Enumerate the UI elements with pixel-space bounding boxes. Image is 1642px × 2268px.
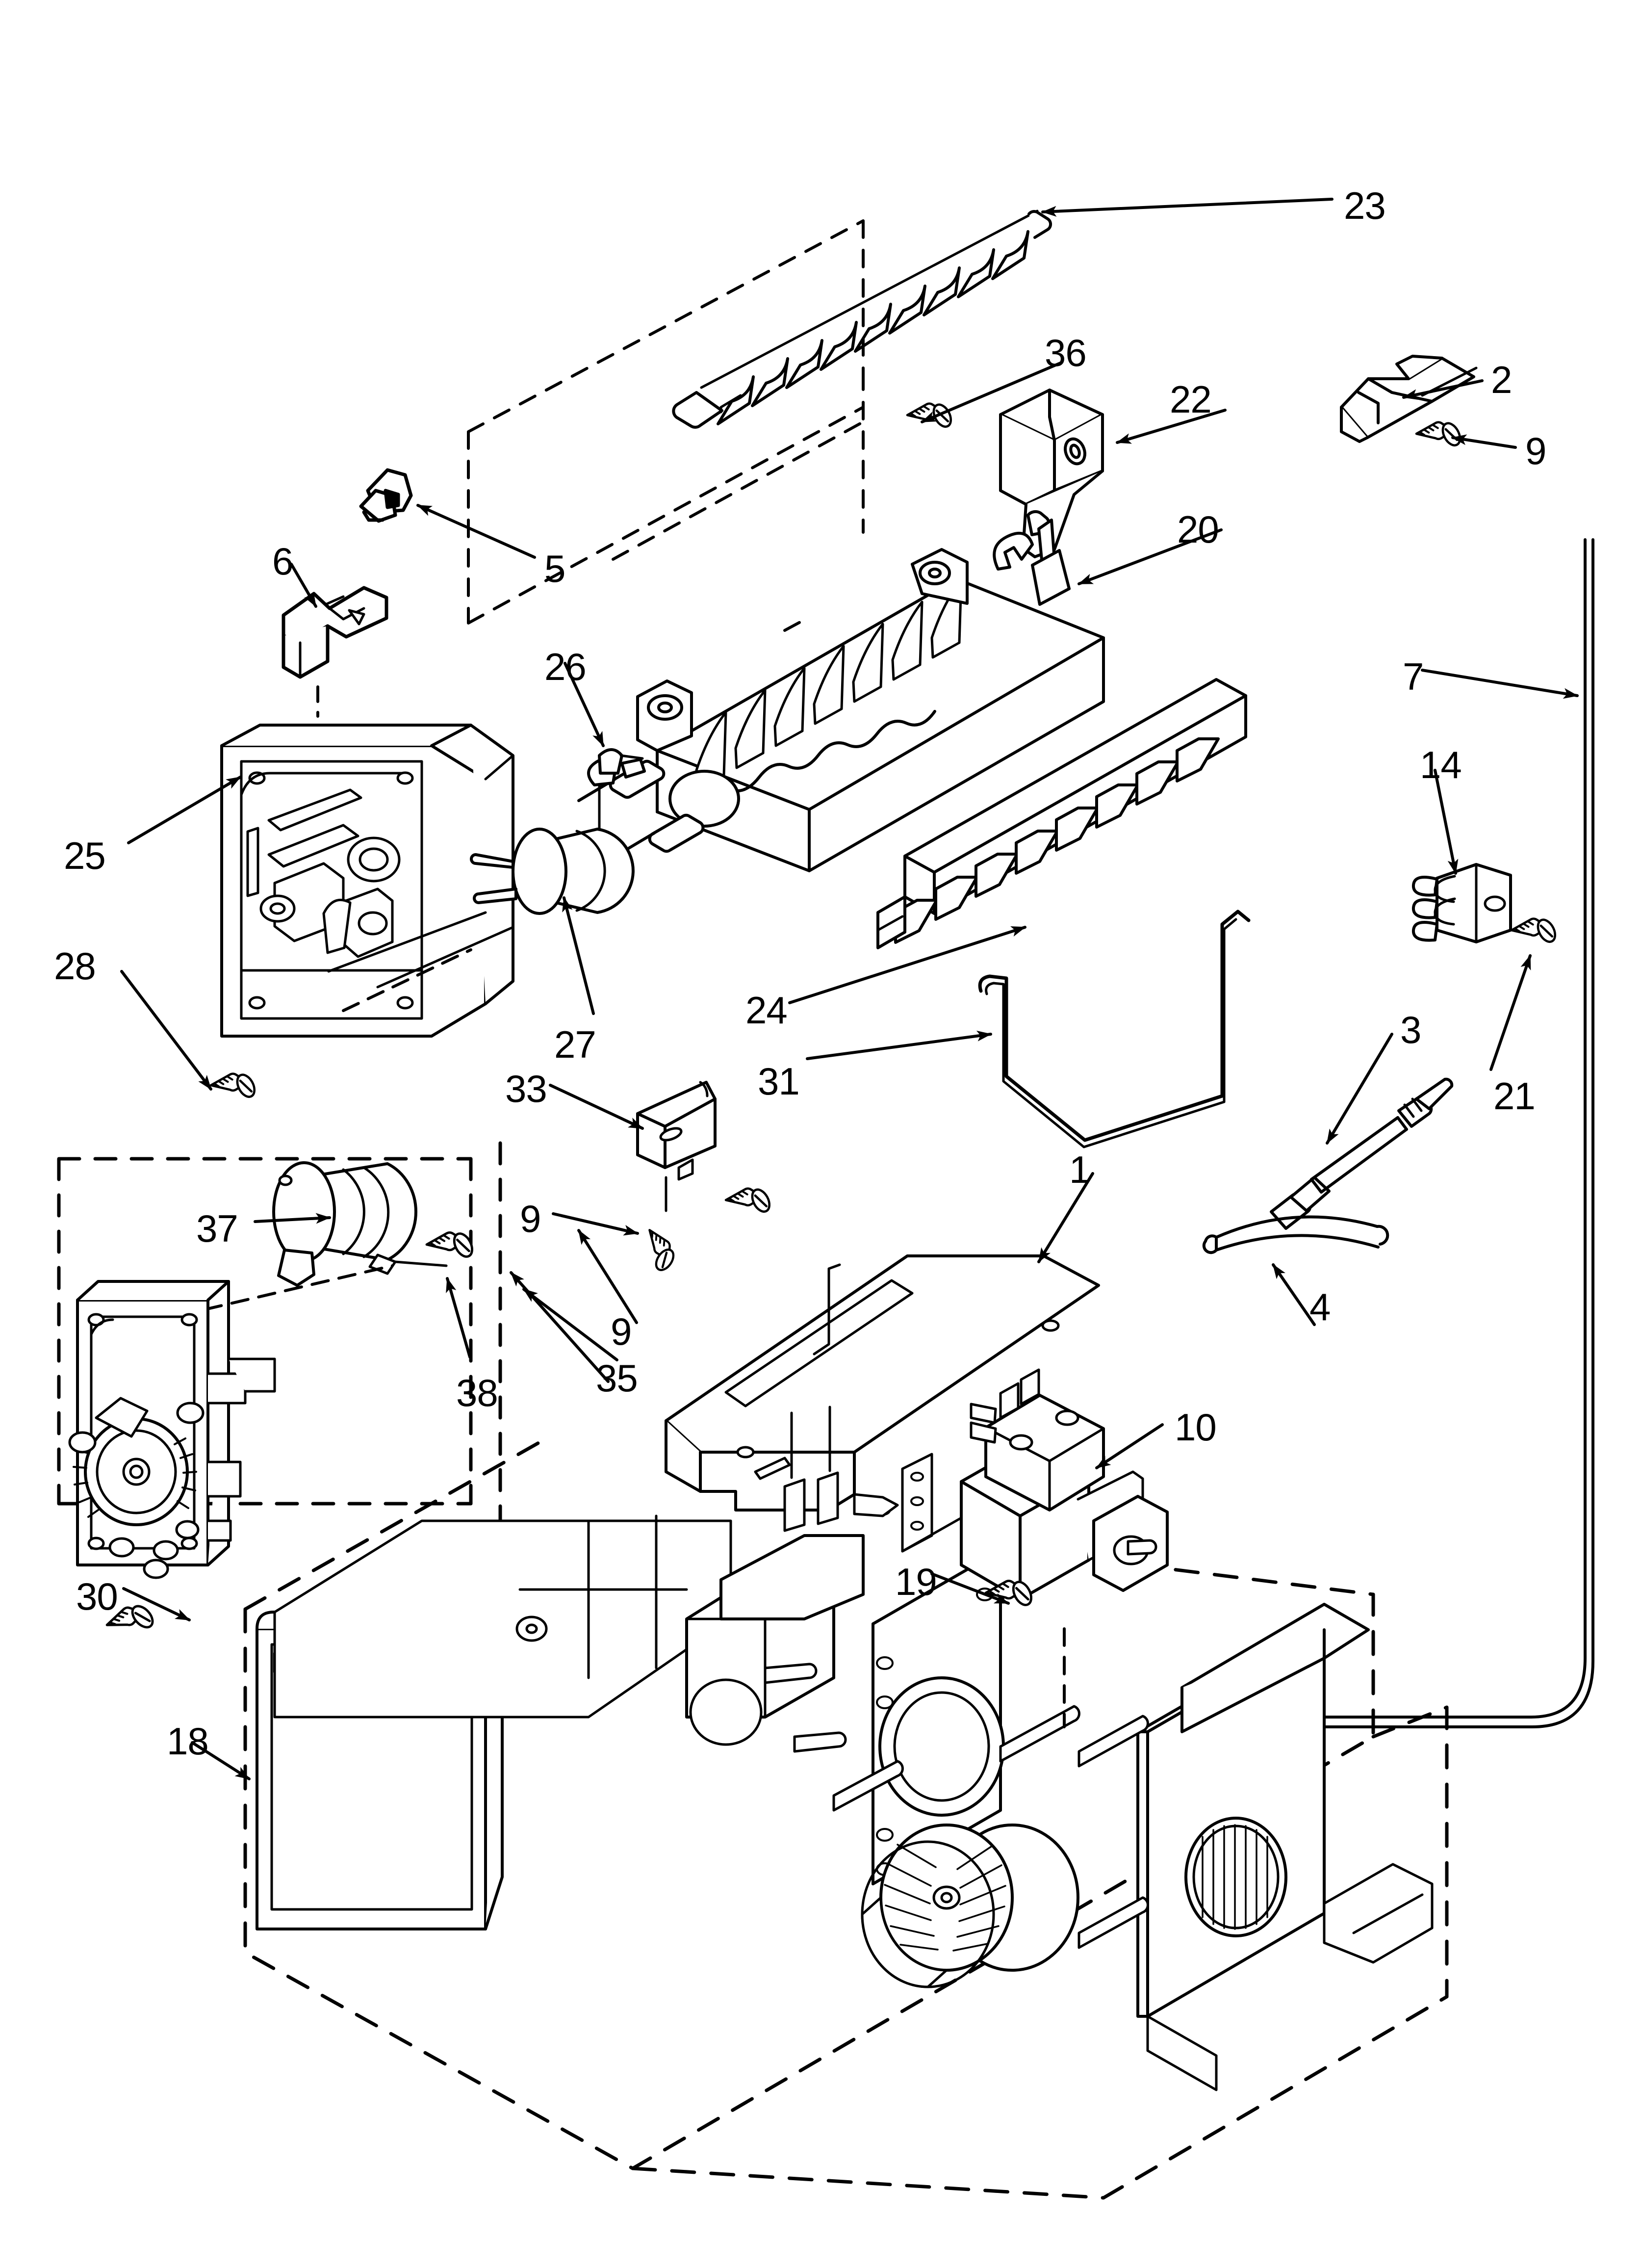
callout-spring-ice-level-arm: 6 (272, 540, 293, 583)
callout-icemaker-access-cover: 18 (167, 1720, 209, 1763)
part-fan-motor-37 (272, 1161, 448, 1287)
part-sensing-arm-31 (978, 910, 1251, 1148)
part-cover-33 (636, 1081, 717, 1181)
callout-screw: 9 (1525, 429, 1546, 472)
screw-9-mid-angled (726, 1187, 773, 1215)
part-water-valve-10 (901, 1368, 1169, 1601)
assembly-boundary-upper (467, 219, 865, 632)
part-motor-27 (470, 828, 635, 915)
part-mounting-clip-5 (359, 468, 413, 523)
part-water-tube-7 (1225, 538, 1594, 1728)
leader-lines-plain (522, 1030, 992, 1361)
part-bracket-14 (1411, 863, 1512, 943)
callout-icemaker-module-housing: 25 (64, 834, 106, 877)
callout-water-inlet-valve: 10 (1175, 1406, 1217, 1449)
callout-clip-mounting: 5 (544, 547, 565, 590)
callout-screw-module: 28 (54, 944, 96, 988)
screw-21 (1512, 917, 1559, 945)
part-icemaker-module (220, 724, 514, 1038)
part-ice-stripper-comb-upper (672, 209, 1052, 429)
callout-ice-mold-and-heater: 20 (1177, 508, 1219, 551)
screw-9-top (1416, 420, 1463, 448)
callout-bracket-tube-clamp: 14 (1420, 743, 1462, 786)
callout-water-fill-cup: 22 (1170, 378, 1212, 421)
part-ice-stripper-comb-lower (876, 678, 1247, 949)
callout-screw: 9 (611, 1310, 632, 1353)
screw-28 (211, 1072, 258, 1100)
callout-mounting-plate-bracket: 1 (1069, 1148, 1090, 1191)
callout-ice-stripper-comb-lower: 24 (745, 989, 788, 1032)
part-water-fill-cup (999, 389, 1104, 581)
screw-9-mid-vertical (637, 1224, 682, 1276)
part-spring-6 (282, 586, 388, 679)
callout-water-valve-tube-connector: 3 (1400, 1008, 1421, 1051)
screw-38 (427, 1230, 476, 1259)
callout-screw-clamp: 21 (1493, 1074, 1536, 1118)
callout-screw-motor-mount: 30 (76, 1575, 118, 1618)
part-blower-wheel (861, 1824, 1079, 1988)
part-tube-connector-3 (1270, 1077, 1454, 1230)
part-evaporator-chassis (273, 1514, 732, 1719)
callout-water-tube-fill: 7 (1403, 655, 1424, 698)
part-coupler-26 (587, 748, 646, 786)
part-evaporator-box (1078, 1603, 1434, 2091)
callout-motor-fan-evaporator: 37 (196, 1207, 238, 1250)
part-ice-mold (577, 531, 1105, 872)
callout-screw-valve: 19 (895, 1560, 937, 1603)
callout-screw: 9 (520, 1197, 541, 1240)
part-control-block (685, 1406, 865, 1753)
callout-screw-fan-motor: 38 (456, 1371, 498, 1414)
callout-ice-level-arm-support: 2 (1491, 358, 1512, 401)
callout-cover-terminal-shield: 33 (505, 1067, 547, 1110)
callout-coupler-drive: 26 (544, 645, 587, 688)
callout-ice-level-sensing-arm: 31 (758, 1060, 800, 1103)
part-flex-tube-4 (1202, 1215, 1389, 1254)
callout-screw-water-fill-cup: 36 (1045, 331, 1087, 374)
callout-tube-water-flexible: 4 (1309, 1285, 1331, 1329)
part-fan-housing-plate (68, 1280, 276, 1579)
leader-lines (120, 198, 1579, 1780)
callout-dashed-assembly-group: 35 (596, 1356, 638, 1400)
screw-36 (907, 402, 954, 430)
part-mounting-plate-1 (665, 1254, 1100, 1517)
callout-motor-icemaker: 27 (554, 1023, 596, 1066)
callout-ice-stripper-comb-upper: 23 (1344, 184, 1386, 227)
